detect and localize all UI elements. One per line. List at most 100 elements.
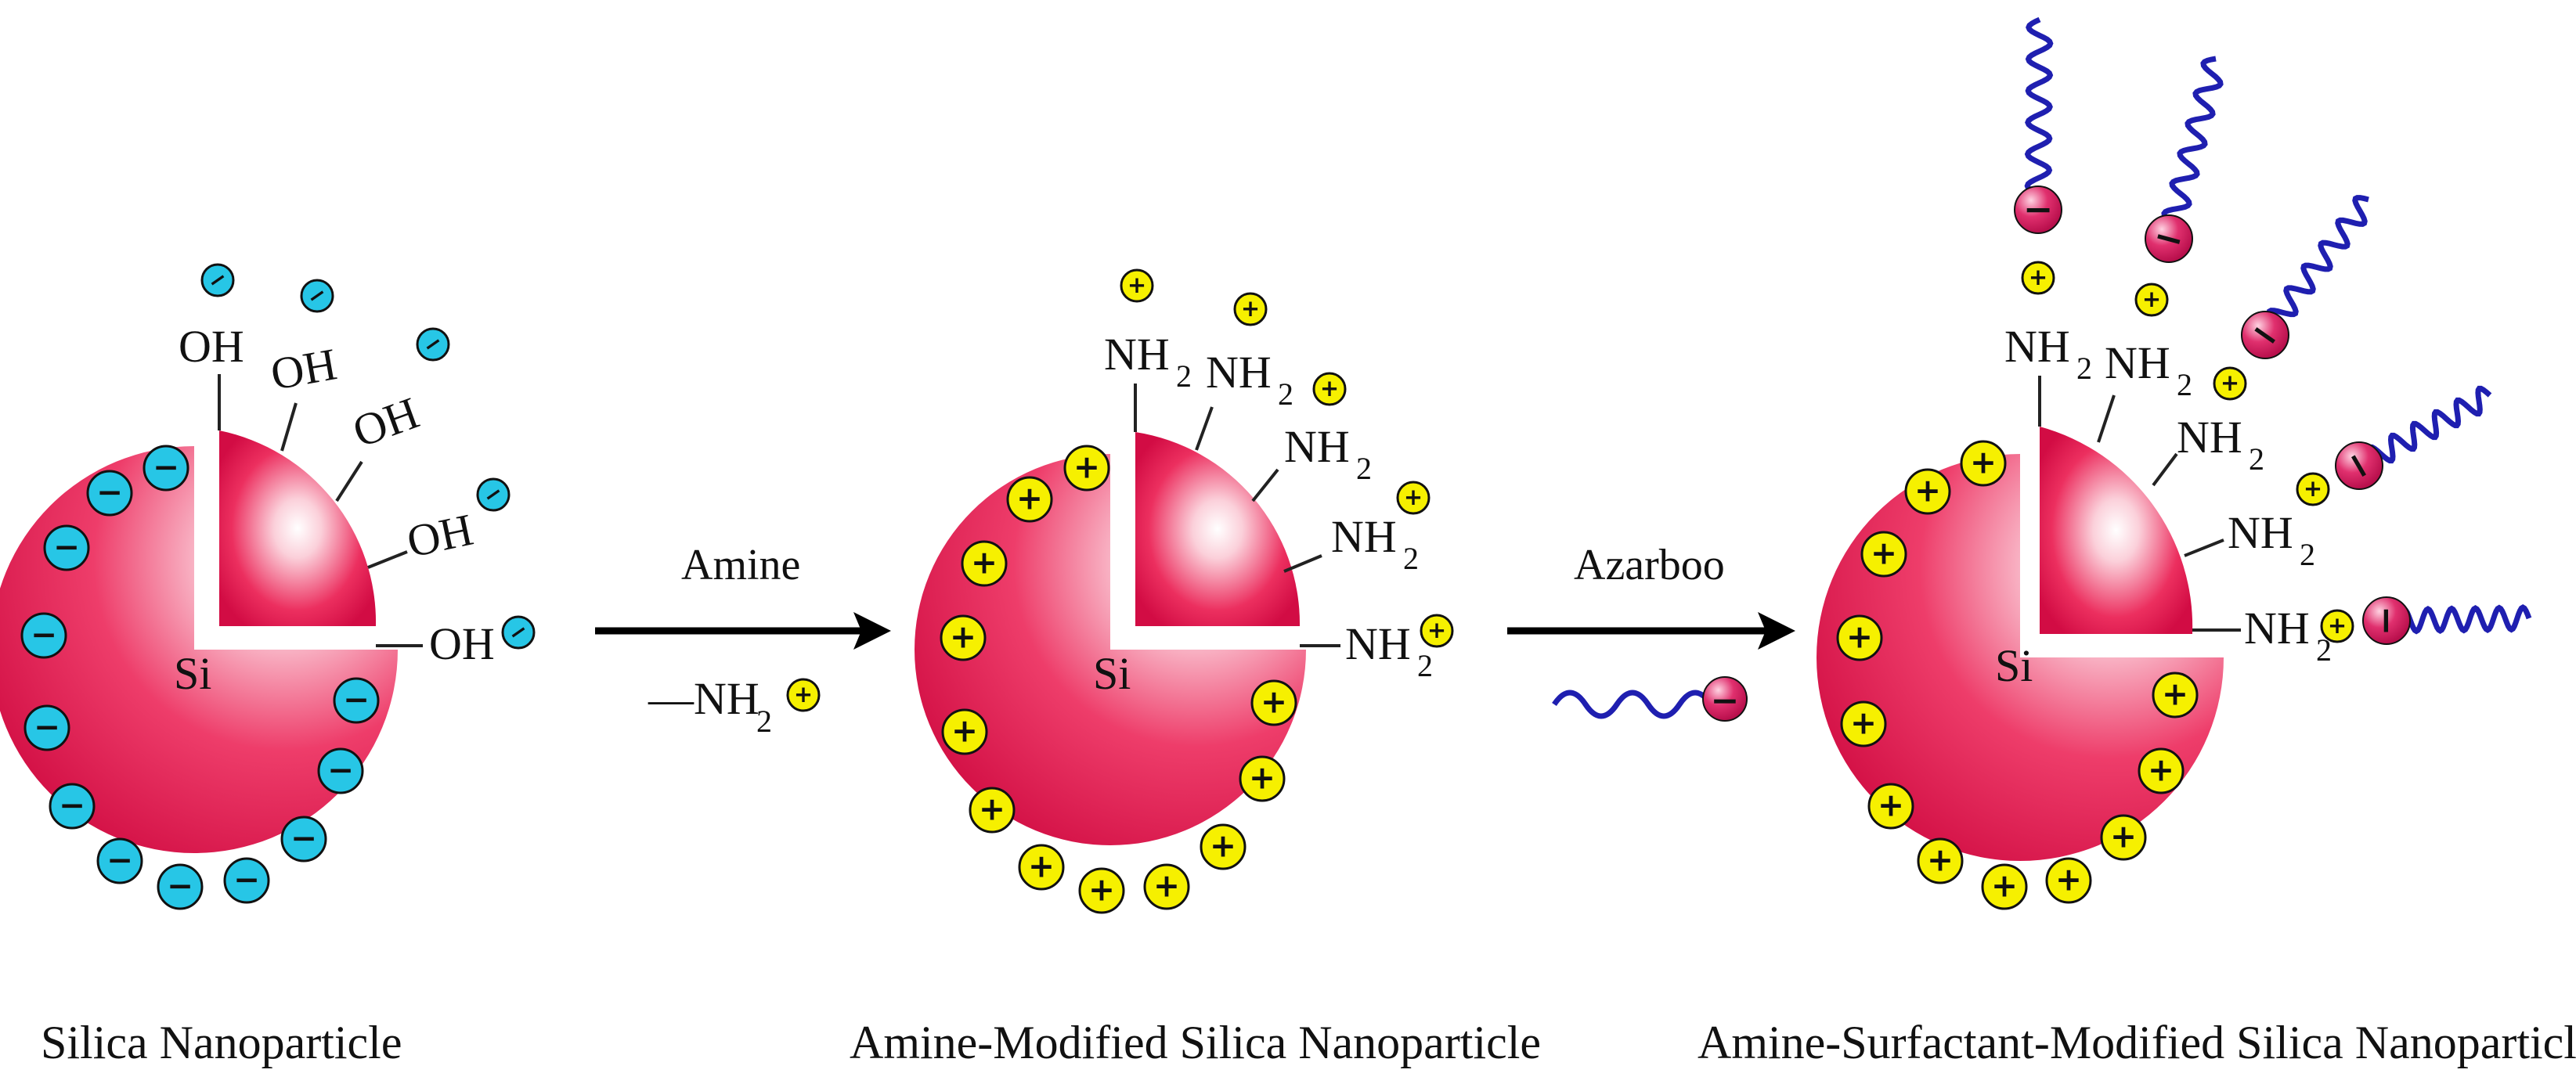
positive-bead: +	[969, 787, 1016, 834]
plus-sign: +	[1927, 841, 1954, 879]
plus-sign: +	[950, 618, 976, 656]
caption-silica-nanoparticle: Silica Nanoparticle	[41, 1017, 402, 1068]
positive-bead: +	[2134, 283, 2169, 317]
minus-sign: −	[106, 841, 133, 879]
nh-text: NH	[2228, 507, 2293, 558]
subscript-2: 2	[2300, 537, 2315, 572]
nh-text: NH	[1284, 421, 1350, 472]
positive-bead: +	[2100, 814, 2147, 861]
minus-sign: −	[2023, 188, 2054, 230]
positive-bead: +	[1233, 292, 1268, 326]
nh-text: NH	[1206, 347, 1272, 398]
plus-sign: +	[1320, 375, 1339, 402]
subscript-2: 2	[756, 704, 772, 739]
plus-sign: +	[1404, 484, 1423, 510]
nh-text: NH	[1345, 618, 1411, 669]
plus-sign: +	[2328, 612, 2347, 639]
positive-bead: +	[786, 678, 821, 712]
minus-sign: −	[96, 474, 123, 511]
minus-sign: −	[34, 708, 60, 746]
minus-sign: −	[327, 751, 354, 789]
oh-label: OH	[267, 338, 341, 400]
silica-core	[1817, 427, 2224, 861]
subscript-2: 2	[2316, 632, 2332, 668]
amine-groups	[2038, 376, 2241, 632]
negative-bead: −	[200, 263, 235, 297]
negative-bead: −	[23, 704, 70, 751]
plus-sign: +	[1970, 444, 1997, 481]
positive-bead: +	[1063, 445, 1110, 492]
plus-sign: +	[2142, 286, 2161, 312]
minus-sign: −	[31, 616, 57, 654]
minus-sign: −	[53, 528, 80, 566]
positive-bead: +	[1396, 481, 1431, 515]
positive-bead: +	[1904, 468, 1951, 515]
positive-bead: +	[2045, 857, 2092, 904]
plus-sign: +	[794, 681, 813, 708]
plus-sign: +	[1878, 787, 1904, 824]
caption-amine-surfactant-modified: Amine-Surfactant-Modified Silica Nanopar…	[1697, 1017, 2576, 1068]
positive-bead: +	[1239, 755, 1286, 802]
plus-sign: +	[1210, 827, 1236, 865]
plus-sign: +	[1846, 618, 1873, 656]
plus-sign: +	[1249, 759, 1275, 797]
negative-bead: −	[416, 327, 450, 362]
negative-bead: −	[317, 747, 364, 794]
positive-bead: +	[961, 540, 1008, 587]
positive-bead: +	[2152, 672, 2199, 718]
positive-bead: +	[1078, 867, 1125, 914]
positive-bead: +	[1867, 783, 1914, 830]
minus-sign: −	[1711, 681, 1740, 721]
plus-sign: +	[2110, 818, 2137, 855]
negative-bead: −	[96, 837, 143, 884]
plus-sign: +	[1241, 295, 1260, 322]
nh-text: NH	[2244, 603, 2310, 654]
plus-sign: +	[1088, 871, 1115, 909]
surfactant-molecule: −	[2334, 385, 2492, 490]
plus-sign: +	[979, 790, 1005, 828]
positive-charge-bead: +	[786, 678, 821, 712]
surfactant-molecule: −	[2362, 596, 2532, 645]
negative-bead: −	[20, 612, 67, 659]
positive-bead: +	[940, 614, 987, 661]
arrow-label-azarboo: Azarboo	[1574, 541, 1725, 589]
positive-bead: +	[1860, 531, 1907, 578]
oh-label: OH	[179, 321, 244, 372]
minus-sign: −	[233, 861, 260, 899]
nh-text: NH	[1104, 329, 1170, 380]
reaction-arrow-azarboo: Azarboo −	[1507, 541, 1795, 722]
positive-bead: +	[1120, 268, 1154, 303]
positive-bead: +	[2021, 261, 2055, 295]
plus-sign: +	[2029, 264, 2047, 290]
nh-text: NH	[1331, 511, 1397, 562]
plus-sign: +	[2162, 675, 2188, 713]
plus-sign: +	[1153, 867, 1180, 905]
plus-sign: +	[1028, 848, 1055, 885]
negative-bead: −	[43, 524, 90, 571]
surfactant-molecule: −	[2241, 195, 2369, 360]
reaction-arrow-amine: Amine —NH 2 +	[595, 541, 891, 739]
minus-sign: −	[290, 819, 317, 857]
si-label: Si	[1995, 640, 2033, 691]
negative-bead: −	[501, 615, 536, 650]
subscript-2: 2	[2249, 441, 2264, 477]
subscript-2: 2	[1403, 541, 1419, 576]
silica-core	[915, 432, 1306, 845]
plus-sign: +	[1871, 535, 1897, 572]
positive-charge-beads: +++++++++++++++++	[1836, 261, 2354, 910]
negative-bead: −	[300, 279, 334, 313]
subscript-2: 2	[1176, 358, 1192, 394]
surfactant-molecule: −	[1552, 676, 1748, 722]
amine-groups	[1134, 384, 1340, 647]
positive-charge-beads: +++++++++++++++++	[940, 268, 1454, 914]
amine-group-label: —NH	[648, 673, 759, 724]
positive-bead: +	[1420, 614, 1454, 648]
